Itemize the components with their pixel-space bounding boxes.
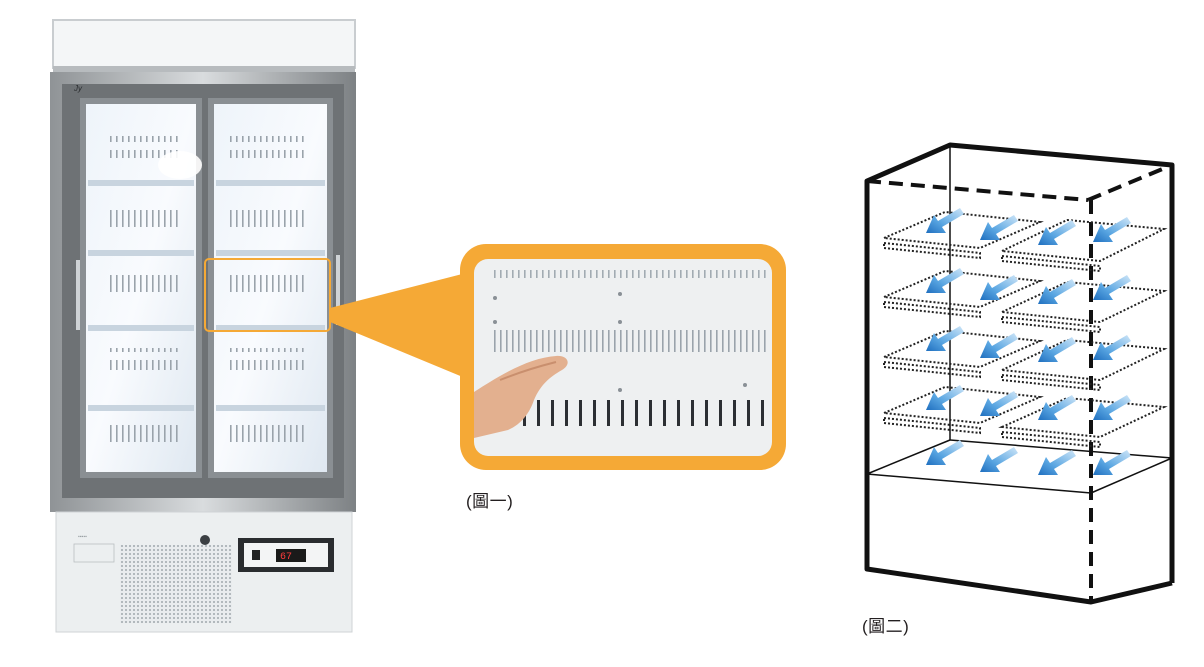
temperature-readout: 67 [280, 552, 292, 563]
right-door-handle [336, 255, 340, 325]
vent-grille [120, 545, 232, 623]
brand-logo: Jy [73, 84, 83, 93]
thermostat-panel: 67 [238, 538, 334, 572]
figure-2-caption: (圖二) [862, 617, 910, 636]
zoom-connector [330, 272, 470, 380]
left-door-handle [76, 260, 80, 330]
figure-1-caption: (圖一) [466, 492, 514, 511]
airflow-diagram [864, 142, 1175, 605]
zoom-highlight-frame [204, 258, 331, 332]
fridge-slot-rows [110, 136, 306, 447]
display-fridge: Jy [50, 19, 356, 633]
fridge-shelves [88, 180, 325, 411]
power-switch [200, 535, 210, 545]
sticker-text: ▪▪▪▪▪ [78, 534, 87, 540]
airflow-arrows [926, 208, 1131, 475]
zoom-inset [460, 244, 786, 470]
hand-image [474, 355, 568, 438]
